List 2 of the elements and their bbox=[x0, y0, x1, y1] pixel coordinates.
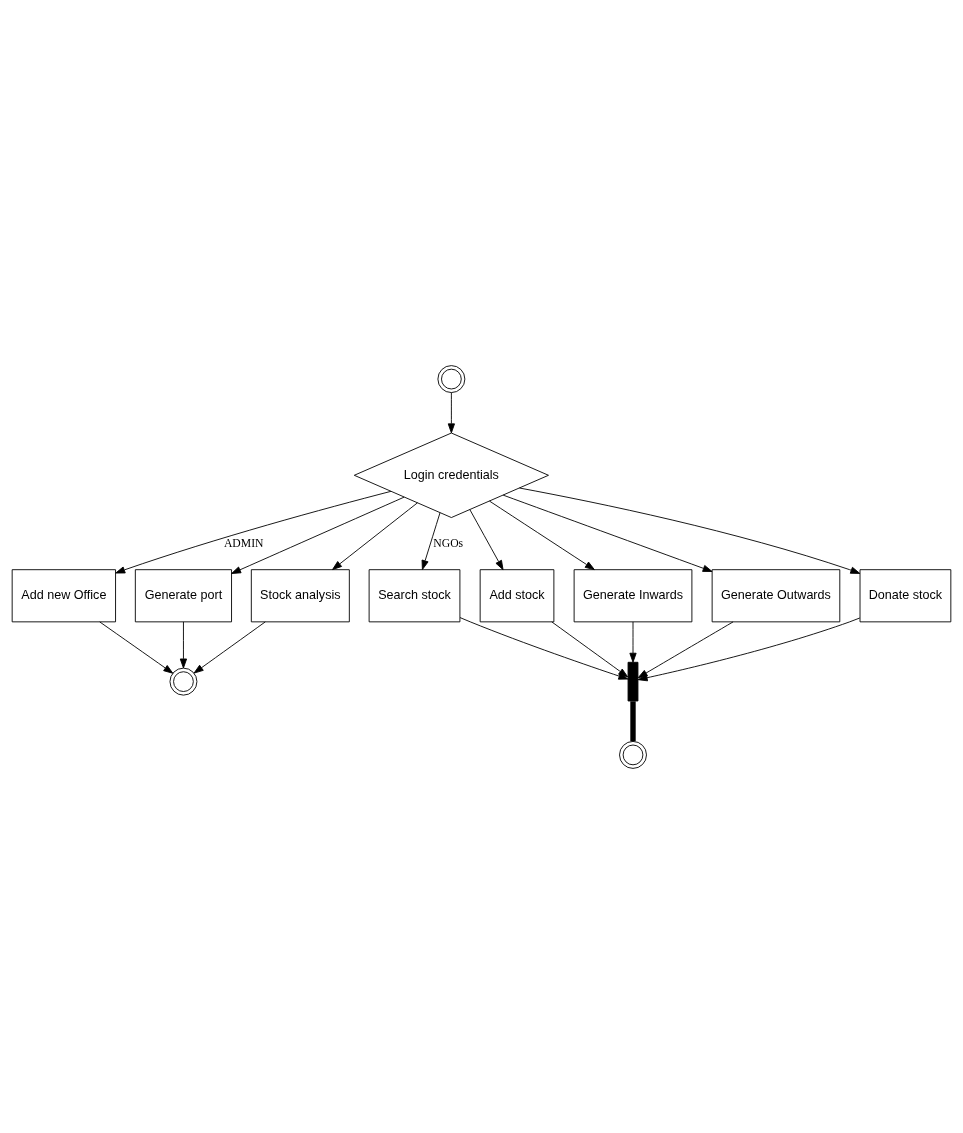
edge-label: NGOs bbox=[433, 536, 464, 550]
edge-label: ADMIN bbox=[223, 536, 264, 550]
